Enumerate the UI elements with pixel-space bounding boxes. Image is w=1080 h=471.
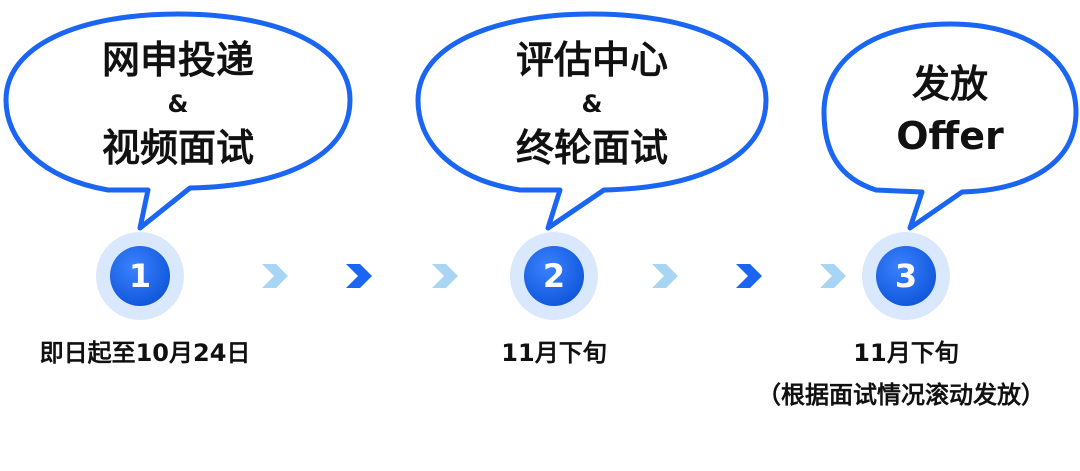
step-2-amp: & bbox=[581, 90, 603, 118]
speech-bubble-2 bbox=[415, 11, 769, 231]
chevron-right-icon bbox=[262, 264, 288, 288]
step-1-subtitle: 视频面试 bbox=[101, 126, 254, 170]
step-1-title: 网申投递 bbox=[101, 38, 254, 82]
step-marker-2 bbox=[510, 232, 598, 320]
bubble-text-1: 网申投递 & 视频面试 bbox=[28, 36, 328, 172]
step-number-3: 3 bbox=[894, 257, 918, 295]
step-1-amp: & bbox=[167, 90, 189, 118]
speech-bubble-3 bbox=[821, 21, 1079, 231]
step-marker-3 bbox=[862, 232, 950, 320]
step-3-date: 11月下旬 bbox=[853, 339, 959, 367]
step-2-date: 11月下旬 bbox=[501, 339, 607, 367]
step-3-subtitle: Offer bbox=[896, 114, 1004, 158]
step-marker-1 bbox=[96, 232, 184, 320]
step-2-title: 评估中心 bbox=[515, 38, 668, 82]
step-number-1: 1 bbox=[128, 257, 152, 295]
step-number-2: 2 bbox=[542, 257, 566, 295]
chevron-right-icon bbox=[652, 264, 678, 288]
step-2-subtitle: 终轮面试 bbox=[515, 126, 668, 170]
chevron-right-icon bbox=[346, 264, 372, 288]
chevron-right-icon bbox=[432, 264, 458, 288]
chevron-right-icon bbox=[820, 264, 846, 288]
step-1-date: 即日起至10月24日 bbox=[39, 339, 251, 367]
bubble-text-3: 发放 Offer bbox=[850, 58, 1050, 162]
speech-bubble-1 bbox=[3, 11, 353, 231]
chevron-right-icon bbox=[736, 264, 762, 288]
bubble-text-2: 评估中心 & 终轮面试 bbox=[442, 36, 742, 172]
step-3-title: 发放 bbox=[911, 62, 988, 106]
step-3-note: （根据面试情况滚动发放） bbox=[757, 381, 1045, 409]
